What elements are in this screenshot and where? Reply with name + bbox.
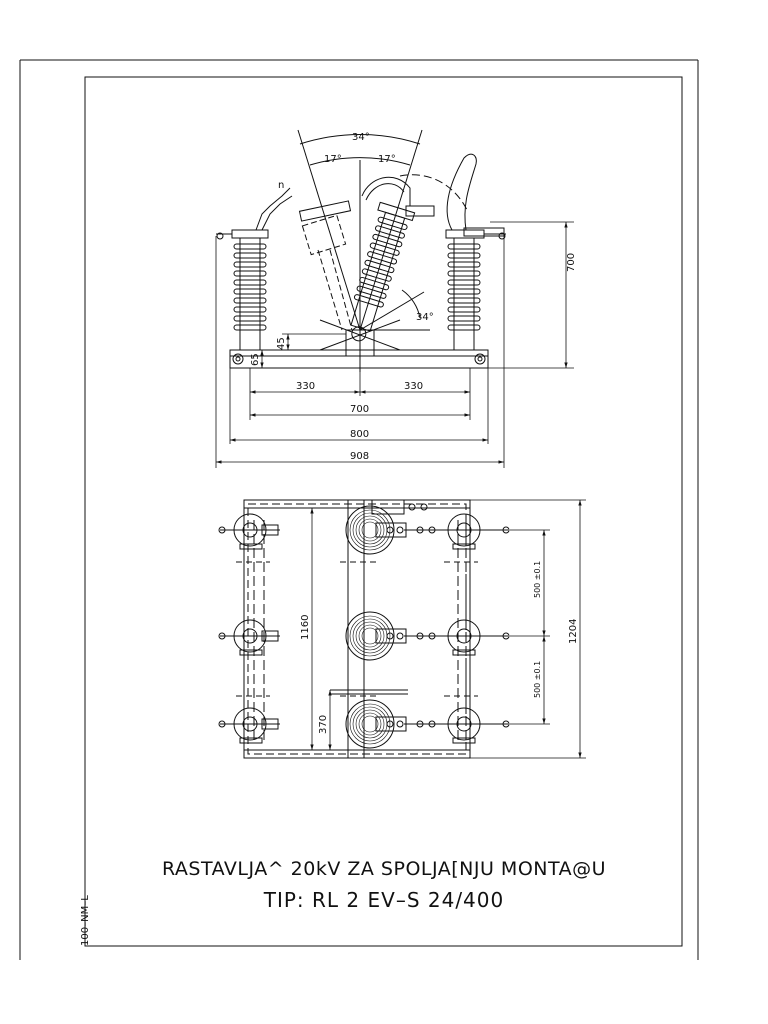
insulator-shed: [233, 270, 267, 277]
angle-construction: [297, 129, 430, 372]
insulator-shed: [447, 288, 481, 295]
small-label: n: [278, 180, 284, 191]
insulator-shed: [447, 252, 481, 259]
dim-1160: 1160: [300, 615, 311, 640]
elevation-labels: 34° 17° 17° 34° n 700 45 65 330 330 700 …: [250, 132, 577, 462]
insulator-shed: [233, 279, 267, 286]
phase-row: [218, 611, 510, 697]
insulator-shed: [447, 315, 481, 322]
upper-contacts: [298, 176, 505, 237]
plan-view: [218, 499, 586, 759]
insulator-shed: [447, 297, 481, 304]
dim-500-upper: 500 ±0.1: [533, 561, 542, 598]
dim-908: 908: [350, 451, 369, 462]
insulator-shed: [447, 261, 481, 268]
rotating-insulator-plan: [345, 611, 395, 661]
angle-right-label: 17°: [378, 154, 396, 165]
right-insulator: [445, 153, 506, 351]
insulator-shed: [233, 297, 267, 304]
dim-left-330: 330: [296, 381, 315, 392]
insulator-shed: [447, 306, 481, 313]
elevation-view: [215, 129, 574, 468]
dim-45: 45: [276, 337, 287, 350]
insulator-shed: [447, 243, 481, 250]
title-line-2: TIP: RL 2 EV–S 24/400: [263, 888, 505, 912]
insulator-shed: [233, 243, 267, 250]
dim-1204: 1204: [568, 619, 579, 644]
base-frame: [229, 349, 489, 369]
plan-labels: 1160 1204 500 ±0.1 500 ±0.1 370: [300, 561, 579, 734]
rotating-insulator-plan: [345, 699, 395, 749]
phase-row: [218, 699, 510, 749]
dim-800: 800: [350, 429, 369, 440]
dim-right-330: 330: [404, 381, 423, 392]
title-line-1: RASTAVLJA^ 20kV ZA SPOLJA[NJU MONTA@U: [161, 858, 607, 880]
dim-700: 700: [350, 404, 369, 415]
elevation-dimensions: [215, 221, 574, 468]
angle-total-label: 34°: [352, 132, 370, 143]
insulator-shed: [233, 252, 267, 259]
dim-height-700: 700: [566, 253, 577, 272]
insulator-shed: [233, 315, 267, 322]
rotating-insulator-plan: [345, 505, 395, 555]
angle-blade-label: 34°: [416, 312, 434, 323]
insulator-shed: [447, 270, 481, 277]
insulator-shed: [233, 324, 267, 331]
dim-500-lower: 500 ±0.1: [533, 661, 542, 698]
open-position-ghost: [301, 214, 353, 331]
drawing-code: 100–NM–L: [80, 895, 91, 946]
angle-left-label: 17°: [324, 154, 342, 165]
insulator-shed: [447, 324, 481, 331]
sheet-frame: [19, 59, 699, 960]
insulator-shed: [233, 306, 267, 313]
blade-arc: [399, 174, 469, 213]
insulator-shed: [447, 279, 481, 286]
dim-370: 370: [318, 715, 329, 734]
insulator-shed: [233, 261, 267, 268]
phase-row: [218, 505, 510, 563]
left-insulator: [216, 187, 293, 351]
insulator-shed: [233, 288, 267, 295]
dim-65: 65: [250, 353, 261, 366]
plan-dimensions: [300, 499, 586, 759]
